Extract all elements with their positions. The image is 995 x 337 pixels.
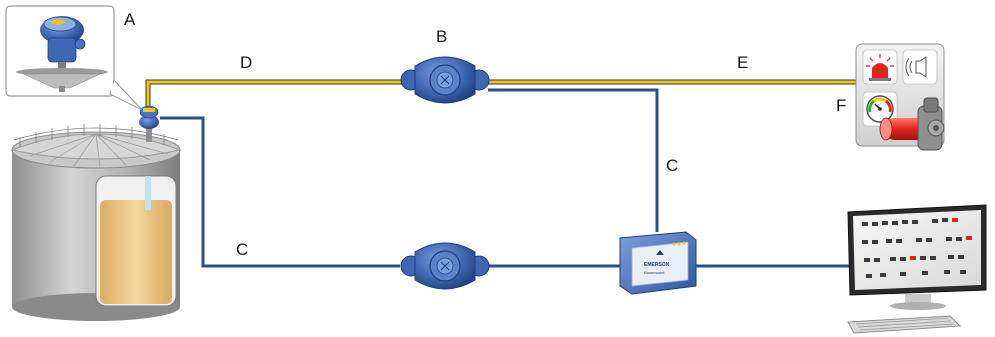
wired-line-lower — [160, 116, 400, 268]
valve-actuator-icon — [879, 97, 945, 151]
gateway-brand: EMERSON — [644, 262, 670, 268]
wired-line-upper — [488, 88, 659, 232]
highlight-line-d — [145, 79, 408, 112]
wireless-adapter-lower-icon — [400, 242, 490, 290]
alarm-beacon-icon — [862, 49, 898, 85]
network-lines — [145, 79, 858, 268]
gateway-model: Rosemount — [644, 270, 665, 275]
transmitter-callout — [5, 5, 143, 111]
label-e: E — [737, 53, 748, 72]
final-control-panel — [855, 43, 945, 151]
wireless-gateway-icon: EMERSON Rosemount — [619, 231, 697, 295]
pressure-gauge-icon — [862, 91, 898, 127]
label-b: B — [436, 27, 447, 46]
level-transmitter-icon — [139, 105, 159, 142]
label-c-lower: C — [236, 240, 248, 259]
monitor-icon — [847, 204, 987, 310]
horn-icon — [902, 49, 938, 85]
storage-tank-icon — [10, 124, 182, 321]
label-a: A — [124, 10, 136, 29]
label-d: D — [240, 53, 252, 72]
label-f: F — [836, 96, 846, 115]
keyboard-icon — [847, 315, 962, 334]
wireless-adapter-icon — [400, 56, 490, 104]
label-c-upper: C — [666, 156, 678, 175]
